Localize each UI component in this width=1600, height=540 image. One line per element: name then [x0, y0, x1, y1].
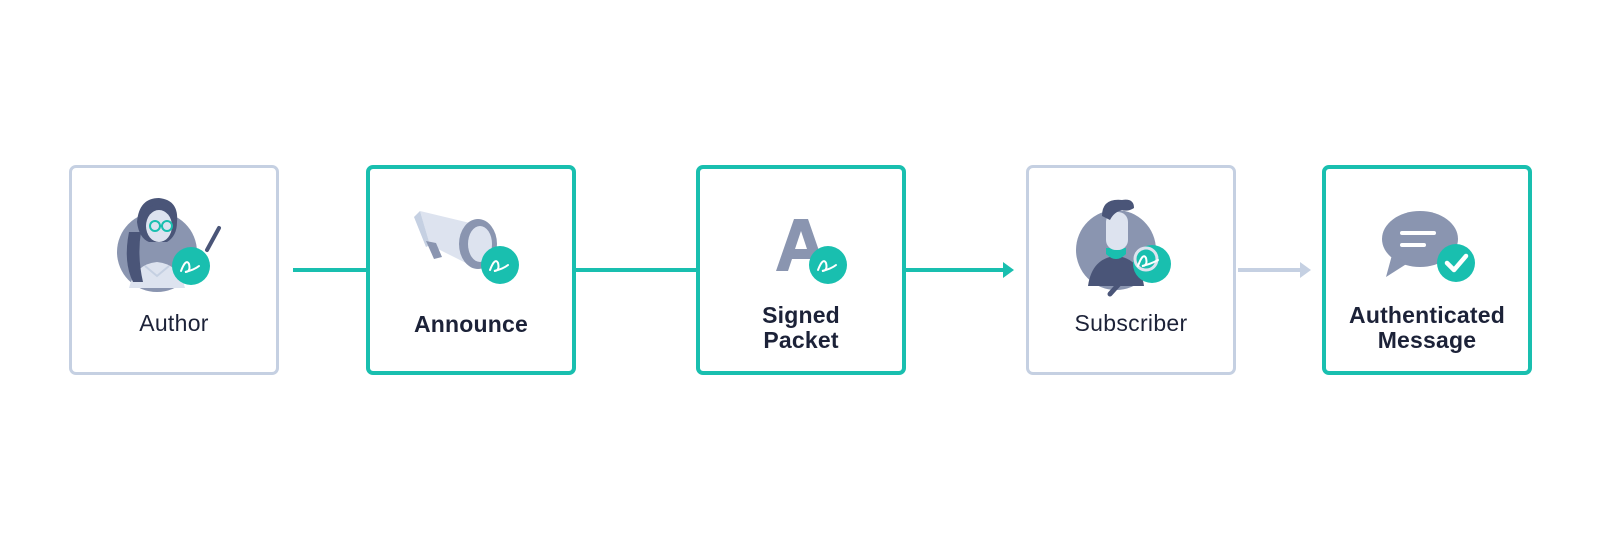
node-authenticated-message: Authenticated Message [1322, 165, 1532, 375]
subscriber-inspect-icon [1066, 192, 1196, 302]
node-author-label: Author [72, 311, 276, 336]
node-subscriber-label: Subscriber [1029, 311, 1233, 336]
node-announce-label: Announce [370, 312, 572, 337]
node-subscriber: Subscriber [1026, 165, 1236, 375]
node-author: Author [69, 165, 279, 375]
node-announce: Announce [366, 165, 576, 375]
node-authenticated-message-label: Authenticated Message [1326, 303, 1528, 353]
node-author-label-line-1: Author [139, 310, 209, 336]
arrow-subscriber-authenticated-message [1238, 262, 1311, 278]
megaphone-signature-icon [406, 193, 536, 303]
node-authenticated-message-label-line-2: Message [1377, 327, 1477, 353]
node-authenticated-message-label-line-1: Authenticated [1349, 302, 1505, 328]
author-signing-icon [109, 192, 239, 302]
node-subscriber-label-line-1: Subscriber [1074, 310, 1188, 336]
letter-a-signature-icon [736, 193, 866, 303]
arrow-signed-packet-subscriber [906, 262, 1014, 278]
node-signed-packet-label-line-2: Packet [763, 327, 839, 353]
node-signed-packet: Signed Packet [696, 165, 906, 375]
speech-bubble-check-icon [1362, 193, 1492, 303]
node-signed-packet-label-line-1: Signed [762, 302, 840, 328]
node-signed-packet-label: Signed Packet [700, 303, 902, 353]
node-announce-label-line-1: Announce [413, 311, 529, 337]
